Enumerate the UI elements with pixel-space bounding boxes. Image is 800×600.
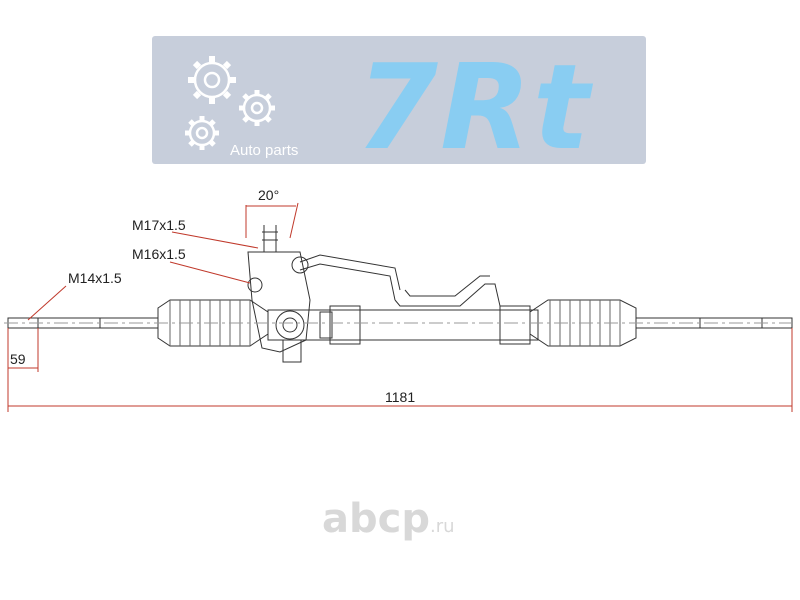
gears-icon <box>185 56 275 150</box>
thread-label-m14: M14x1.5 <box>68 270 122 286</box>
logo-brand-text: 7Rt <box>356 38 592 176</box>
dimension-label-59: 59 <box>10 351 26 367</box>
brand-logo: Auto parts 7Rt <box>152 36 646 176</box>
thread-label-m17: M17x1.5 <box>132 217 186 233</box>
logo-tagline: Auto parts <box>230 142 299 159</box>
site-watermark: abcp.ru <box>322 496 455 542</box>
watermark-name: abcp <box>322 496 430 542</box>
pinion-valve-body <box>247 225 311 363</box>
leader-m16 <box>169 261 251 284</box>
angle-ref-line <box>289 202 299 239</box>
angle-label: 20° <box>258 187 279 203</box>
right-boot <box>529 299 637 347</box>
dimension-label-1181: 1181 <box>385 389 415 405</box>
leader-m17 <box>171 231 259 249</box>
leader-m14 <box>27 285 67 321</box>
watermark-tld: .ru <box>429 516 455 537</box>
hydraulic-pipes <box>299 254 501 307</box>
thread-label-m16: M16x1.5 <box>132 246 186 262</box>
